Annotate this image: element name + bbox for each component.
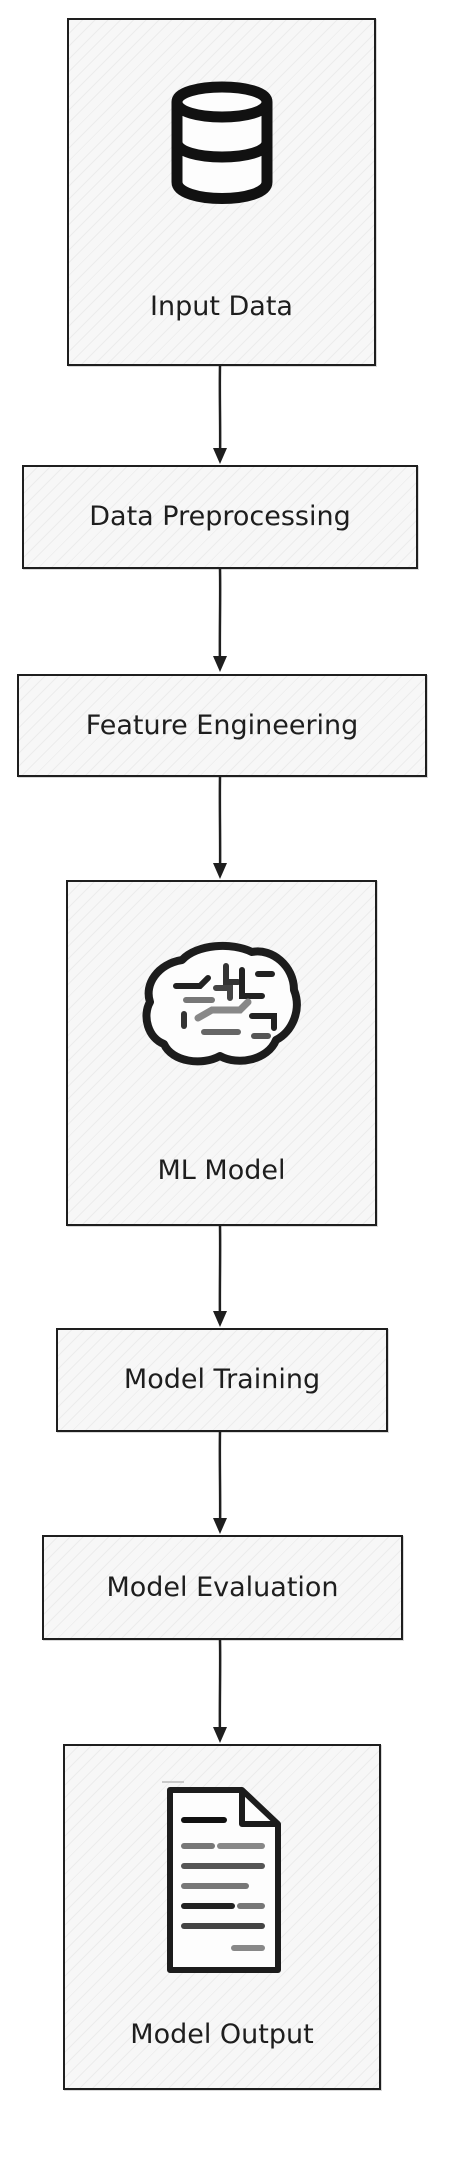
arrow-connector	[211, 1225, 229, 1329]
node-model-output: Model Output	[63, 1744, 381, 2090]
arrow-connector	[211, 1431, 229, 1536]
node-label: Input Data	[150, 291, 293, 322]
node-model-evaluation: Model Evaluation	[42, 1535, 403, 1640]
brain-icon	[142, 941, 301, 1066]
node-feature-engineering: Feature Engineering	[17, 674, 427, 777]
node-label: Model Training	[123, 1364, 321, 1395]
node-input-data: Input Data	[67, 18, 376, 366]
arrow-connector	[211, 568, 229, 674]
document-icon	[162, 1781, 281, 1973]
arrow-connector	[211, 776, 229, 881]
node-label: Model Output	[130, 2019, 314, 2050]
node-label: Data Preprocessing	[89, 501, 351, 532]
node-data-preprocessing: Data Preprocessing	[22, 465, 418, 569]
arrow-connector	[211, 365, 229, 466]
node-model-training: Model Training	[56, 1328, 388, 1432]
node-label: Feature Engineering	[85, 709, 359, 741]
node-label: ML Model	[157, 1155, 286, 1186]
arrow-connector	[211, 1639, 229, 1745]
node-label: Model Evaluation	[106, 1571, 339, 1603]
database-icon	[171, 81, 272, 204]
node-ml-model: ML Model	[66, 880, 377, 1226]
